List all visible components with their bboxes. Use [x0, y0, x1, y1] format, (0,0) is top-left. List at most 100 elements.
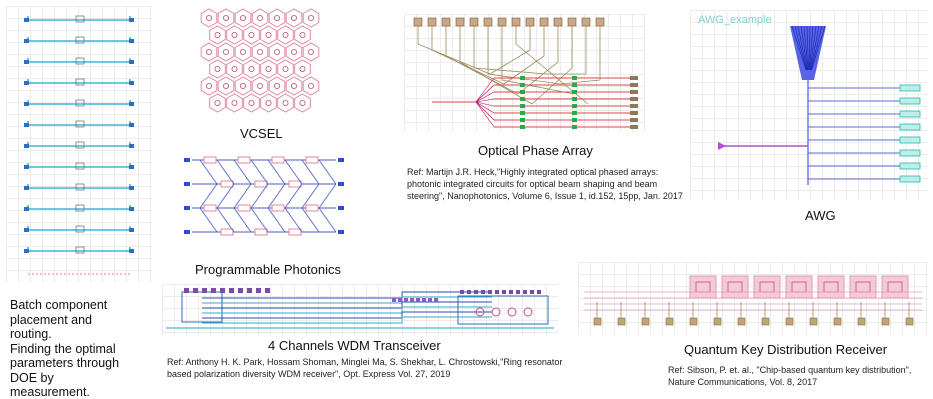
vcsel-aperture — [231, 66, 238, 73]
vcsel-cell — [260, 93, 277, 113]
wdm-transceiver-layout — [162, 284, 558, 336]
grating-coupler — [338, 230, 344, 234]
bond-pad — [761, 317, 770, 326]
bond-pad — [857, 317, 866, 326]
vcsel-cell — [285, 42, 303, 62]
wdm-reference-line: based polarization diversity WDM receive… — [167, 369, 451, 379]
bond-pad — [467, 290, 471, 294]
bond-pad — [553, 17, 563, 27]
vcsel-aperture — [248, 100, 255, 107]
grating-coupler — [129, 186, 134, 190]
grating-coupler — [129, 81, 134, 85]
awg-arm — [806, 25, 809, 71]
batch-note-line: routing. — [10, 327, 52, 341]
device-under-test — [75, 57, 85, 65]
vcsel-cell — [217, 8, 235, 28]
programmable-photonics-caption: Programmable Photonics — [195, 262, 341, 277]
bond-pad — [413, 17, 423, 27]
awg-arm — [797, 25, 808, 71]
mesh-waveguide — [301, 207, 320, 233]
mesh-waveguide — [199, 159, 218, 185]
ring-resonator — [491, 307, 501, 317]
awg-arm — [810, 25, 820, 71]
mesh-waveguide — [199, 183, 218, 209]
programmable-photonics-layout — [182, 146, 346, 256]
splitter-tree — [475, 91, 495, 103]
bond-pad — [537, 290, 541, 294]
grating-coupler — [24, 228, 29, 232]
phase-shifter — [572, 118, 577, 122]
phase-shifter — [520, 104, 525, 108]
device-under-test — [75, 36, 85, 44]
qkd-receiver-diagram — [584, 275, 922, 326]
vcsel-aperture — [240, 49, 247, 56]
vcsel-aperture — [205, 49, 212, 56]
routed-waveguide — [27, 184, 131, 189]
vcsel-cell — [217, 42, 235, 62]
phase-shifter — [520, 125, 525, 129]
output-coupler — [899, 97, 921, 105]
bond-pad — [220, 288, 225, 293]
grating-coupler — [24, 18, 29, 22]
awg-arm — [810, 25, 823, 71]
grating-coupler — [24, 39, 29, 43]
vcsel-cell — [285, 8, 303, 28]
vcsel-cell — [277, 59, 294, 79]
electrical-trace — [517, 26, 559, 95]
bond-pad — [392, 298, 396, 302]
input-coupler — [718, 142, 726, 150]
vcsel-aperture — [257, 83, 264, 90]
bond-pad — [713, 317, 722, 326]
bond-pad — [441, 17, 451, 27]
grating-coupler — [24, 144, 29, 148]
device-under-test — [75, 162, 85, 170]
vcsel-aperture — [257, 49, 264, 56]
vcsel-aperture — [222, 83, 229, 90]
vcsel-cell — [209, 93, 226, 113]
bond-pad — [460, 290, 464, 294]
phase-shifter — [572, 76, 577, 80]
phase-shifter — [572, 90, 577, 94]
awg-panel-title: AWG_example — [698, 14, 772, 26]
vcsel-layout — [197, 8, 321, 122]
bond-pad — [202, 288, 207, 293]
output-coupler — [899, 175, 921, 183]
vcsel-aperture — [240, 83, 247, 90]
vcsel-aperture — [299, 31, 306, 38]
vcsel-aperture — [257, 15, 264, 21]
mesh-waveguide — [199, 207, 218, 233]
bond-pad — [256, 288, 261, 293]
bond-pad — [502, 290, 506, 294]
emitter — [630, 90, 638, 94]
vcsel-cell — [200, 8, 218, 28]
grating-coupler — [24, 60, 29, 64]
bond-pad — [539, 17, 549, 27]
vcsel-cell — [277, 93, 294, 113]
vcsel-cell — [277, 25, 294, 45]
bond-pad — [905, 317, 914, 326]
vcsel-aperture — [214, 31, 221, 38]
mesh-waveguide — [267, 207, 286, 233]
vcsel-cell — [260, 25, 277, 45]
opa-reference-line: Ref: Martijn J.R. Heck,"Highly integrate… — [407, 167, 659, 177]
routed-waveguide — [202, 291, 492, 299]
emitter — [630, 83, 638, 87]
phase-shifter — [572, 83, 577, 87]
grating-coupler — [129, 102, 134, 106]
vcsel-cell — [243, 93, 260, 113]
qkd-reference-line: Nature Communications, Vol. 8, 2017 — [668, 377, 818, 387]
grating-coupler — [24, 81, 29, 85]
grating-coupler — [24, 207, 29, 211]
batch-note-line: DOE by — [10, 370, 54, 385]
bond-pad — [525, 17, 535, 27]
qkd-reference: Ref: Sibson, P. et. al., "Chip-based qua… — [668, 364, 911, 388]
vcsel-cell — [294, 93, 311, 113]
vcsel-aperture — [291, 15, 298, 21]
grating-coupler — [24, 249, 29, 253]
vcsel-aperture — [231, 100, 238, 107]
vcsel-aperture — [240, 15, 247, 21]
grating-coupler — [129, 60, 134, 64]
awg-layout: AWG_example — [690, 10, 928, 200]
mesh-waveguide — [233, 183, 252, 209]
vcsel-aperture — [231, 31, 238, 38]
